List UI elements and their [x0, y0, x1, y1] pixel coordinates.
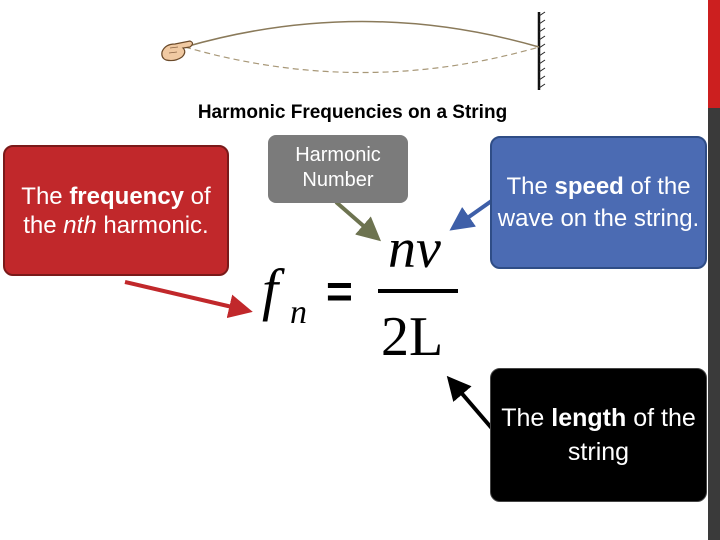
length-callout: The length of the string [490, 368, 707, 502]
length-text-bold: length [551, 404, 627, 432]
speed-text-pre: The [506, 172, 555, 200]
right-edge-accent [708, 0, 720, 108]
speed-text-post: of the wave on the string. [497, 172, 700, 232]
formula-equals: = [326, 265, 353, 317]
formula-f: f [262, 257, 285, 322]
string-upper-envelope [184, 20, 540, 48]
right-edge-bar [708, 0, 720, 540]
formula-subscript-n: n [290, 294, 307, 331]
formula-denominator: 2L [381, 306, 443, 365]
hand-icon [161, 40, 194, 62]
arrow-length [446, 375, 497, 434]
frequency-callout: The frequency of the nth harmonic. [3, 145, 229, 276]
harmonic-number-line1: Harmonic [295, 144, 381, 166]
speed-callout: The speed of the wave on the string. [490, 136, 707, 269]
length-text-pre: The [501, 404, 552, 432]
frequency-text-mid: of the [23, 182, 211, 239]
arrow-harmonic-number [334, 200, 382, 242]
harmonic-number-callout: Harmonic Number [268, 135, 408, 203]
harmonic-number-line2: Number [302, 169, 374, 191]
frequency-text-bold: frequency [69, 182, 185, 210]
frequency-text-post: harmonic. [103, 211, 209, 239]
frequency-text-pre: The [21, 182, 70, 210]
arrow-frequency [124, 280, 253, 319]
speed-text-bold: speed [554, 172, 624, 200]
frequency-text-italic: nth [63, 211, 97, 239]
length-text-post: of the string [567, 404, 696, 466]
formula-numerator: nv [388, 218, 441, 280]
frequency-formula: f n = nv 2L [262, 218, 458, 365]
slide-title: Harmonic Frequencies on a String [197, 102, 508, 123]
string-lower-envelope [184, 46, 540, 74]
